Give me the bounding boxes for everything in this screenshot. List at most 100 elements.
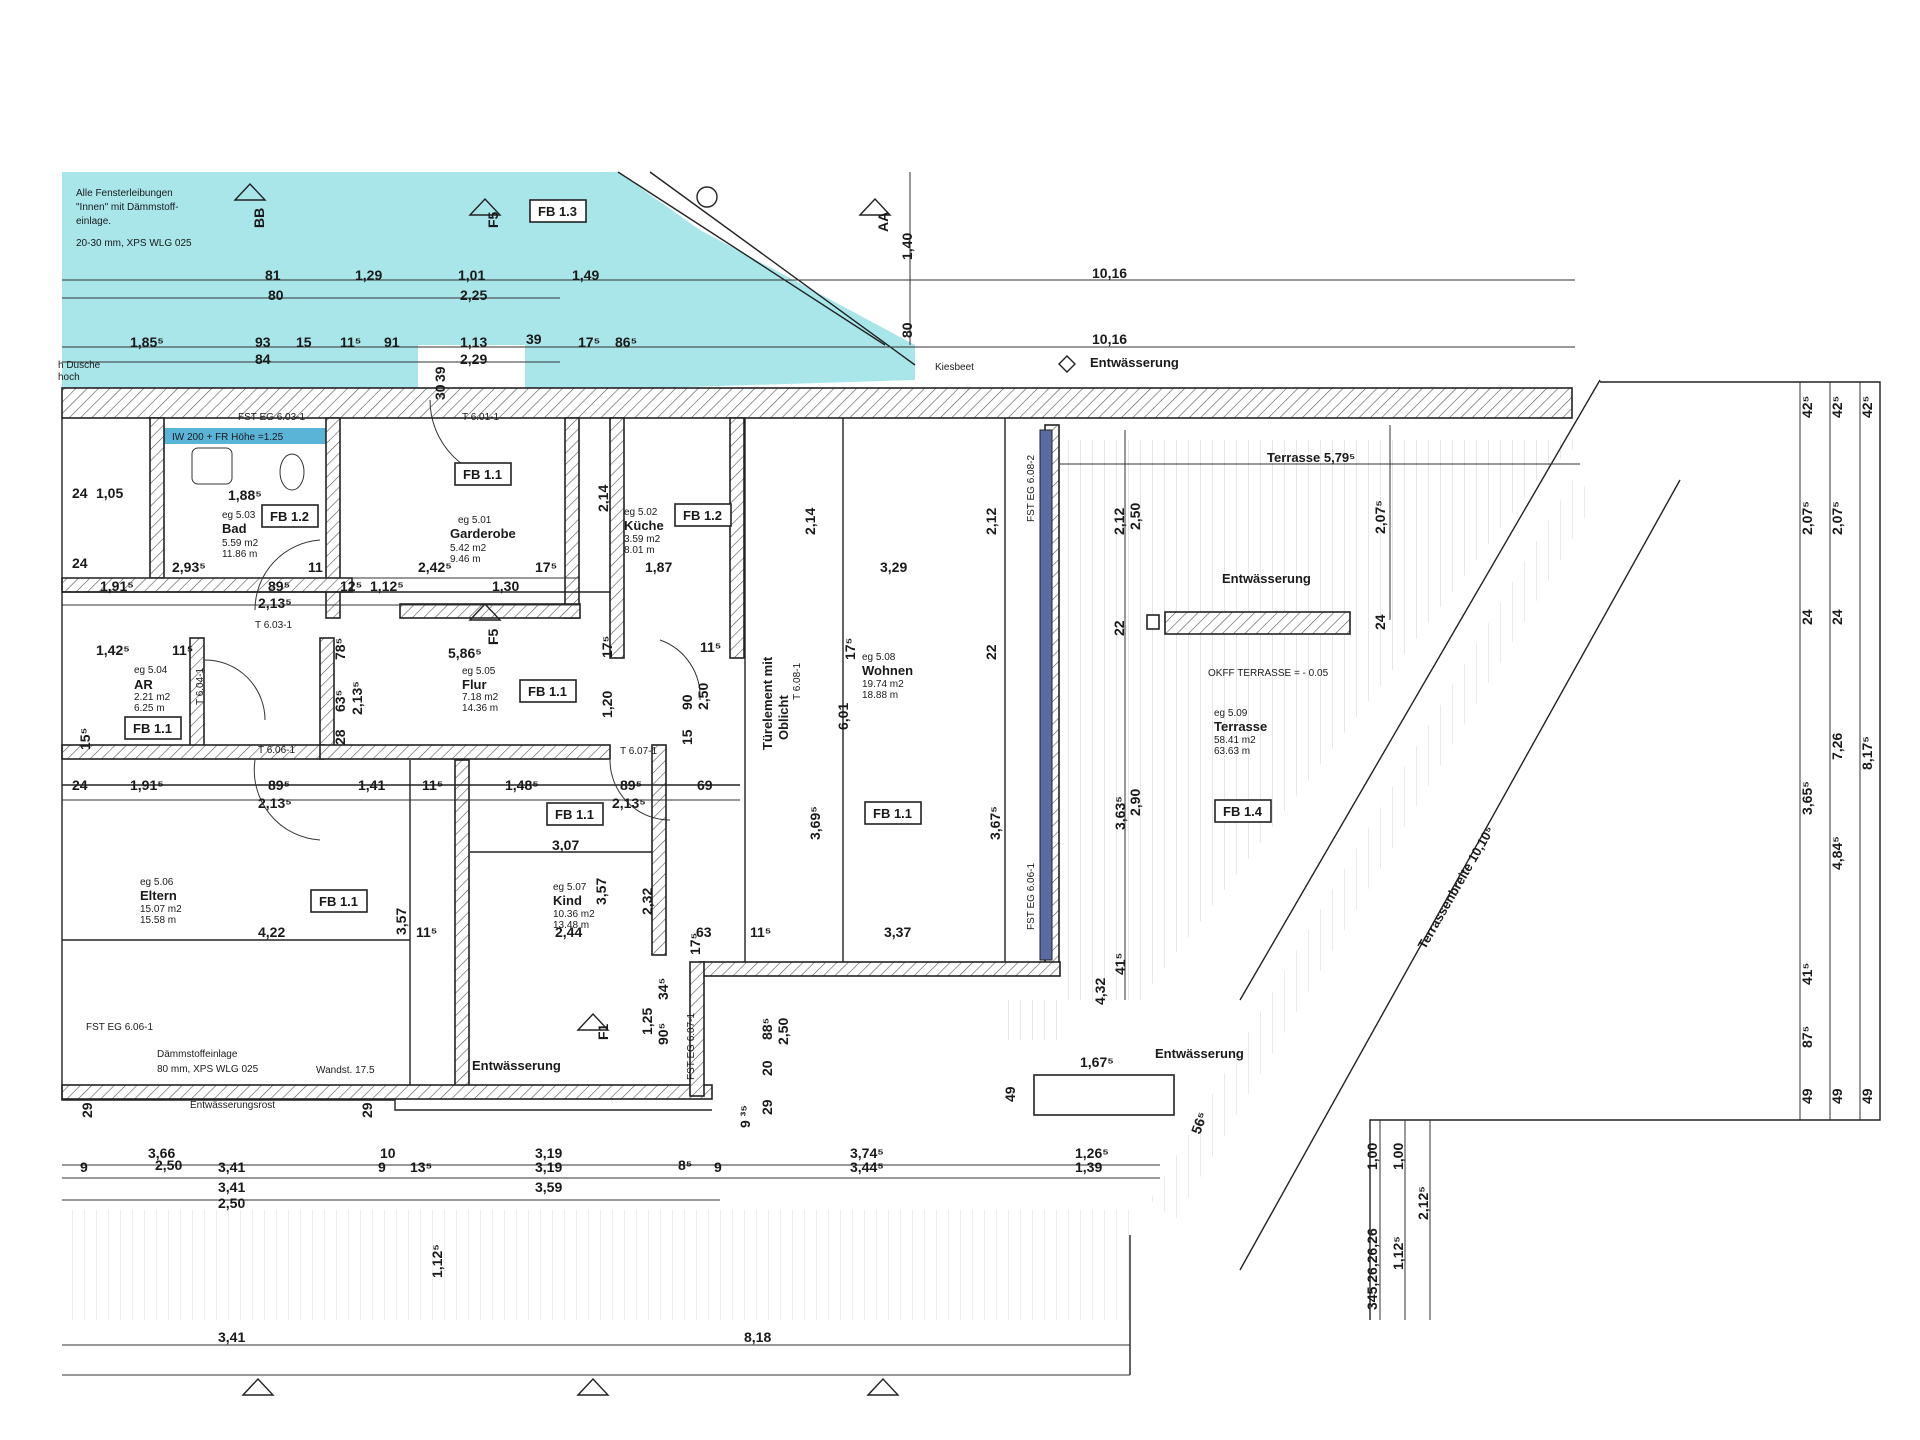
- svg-text:30: 30: [432, 384, 448, 400]
- svg-text:15⁵: 15⁵: [77, 728, 93, 750]
- svg-text:Küche: Küche: [624, 518, 664, 533]
- svg-text:2,14: 2,14: [802, 508, 818, 535]
- note-dusche-2: hoch: [58, 372, 80, 383]
- svg-text:15.07 m2: 15.07 m2: [140, 904, 182, 915]
- svg-text:86⁵: 86⁵: [615, 334, 637, 350]
- svg-text:9 ³⁵: 9 ³⁵: [737, 1105, 753, 1128]
- svg-text:eg 5.03: eg 5.03: [222, 510, 256, 521]
- door-t3: T 6.04-1: [195, 668, 206, 705]
- svg-text:1,13: 1,13: [460, 334, 487, 350]
- note-fst2: FST EG 6.06-1: [86, 1022, 154, 1033]
- svg-text:90: 90: [679, 694, 695, 710]
- svg-text:17⁵: 17⁵: [687, 933, 703, 955]
- toilet: [279, 453, 305, 491]
- svg-text:20: 20: [759, 1060, 775, 1076]
- svg-text:2,32: 2,32: [639, 888, 655, 915]
- svg-text:4,22: 4,22: [258, 924, 285, 940]
- svg-text:39: 39: [432, 366, 448, 382]
- svg-text:2,13⁵: 2,13⁵: [258, 795, 292, 811]
- note-tuer-2: Oblicht: [776, 695, 791, 740]
- svg-text:42⁵: 42⁵: [1859, 396, 1875, 418]
- svg-text:13⁵: 13⁵: [410, 1159, 432, 1175]
- svg-text:63⁵: 63⁵: [332, 690, 348, 712]
- svg-text:29: 29: [359, 1102, 375, 1118]
- svg-text:2,07⁵: 2,07⁵: [1799, 501, 1815, 535]
- svg-text:1,00: 1,00: [1390, 1143, 1406, 1170]
- svg-text:2,07⁵: 2,07⁵: [1829, 501, 1845, 535]
- door-arc-2: [254, 539, 321, 611]
- svg-text:11⁵: 11⁵: [750, 924, 771, 940]
- section-f5a: F5: [485, 211, 501, 228]
- svg-text:41⁵: 41⁵: [1799, 963, 1815, 985]
- svg-text:1,00: 1,00: [1364, 1143, 1380, 1170]
- svg-text:10: 10: [380, 1145, 396, 1161]
- svg-text:15: 15: [296, 334, 312, 350]
- svg-text:10.36 m2: 10.36 m2: [553, 909, 595, 920]
- svg-text:49: 49: [1859, 1088, 1875, 1104]
- outline-left: [61, 418, 712, 1111]
- note-dusche-1: h Dusche: [58, 360, 101, 371]
- svg-text:eg 5.01: eg 5.01: [458, 515, 492, 526]
- svg-text:58.41 m2: 58.41 m2: [1214, 735, 1256, 746]
- note-rost: Entwässerungsrost: [190, 1100, 275, 1111]
- fb-1-1-b: FB 1.1: [133, 721, 172, 736]
- section-markers: [233, 182, 900, 1396]
- dim-labels: 81 1,29 1,01 1,49 80 2,25 10,16 1,85⁵ 93…: [72, 265, 1127, 1345]
- svg-text:345,26,26,26: 345,26,26,26: [1364, 1228, 1380, 1310]
- svg-text:3,19: 3,19: [535, 1159, 562, 1175]
- svg-text:1,30: 1,30: [492, 578, 519, 594]
- svg-text:9: 9: [714, 1159, 722, 1175]
- svg-text:1,12⁵: 1,12⁵: [370, 578, 404, 594]
- svg-text:1,39: 1,39: [1075, 1159, 1102, 1175]
- svg-text:eg 5.08: eg 5.08: [862, 652, 896, 663]
- wall-bad-right: [325, 417, 341, 619]
- drain-diamond: [1058, 355, 1076, 373]
- svg-text:Bad: Bad: [222, 521, 247, 536]
- svg-text:eg 5.02: eg 5.02: [624, 507, 658, 518]
- svg-text:15.58 m: 15.58 m: [140, 915, 176, 926]
- svg-text:17⁵: 17⁵: [535, 559, 557, 575]
- svg-text:Eltern: Eltern: [140, 888, 177, 903]
- svg-text:2,90: 2,90: [1127, 789, 1143, 816]
- svg-text:1,20: 1,20: [599, 691, 615, 718]
- door-t6: T 6.08-1: [792, 663, 803, 700]
- svg-text:5.42 m2: 5.42 m2: [450, 543, 487, 554]
- svg-text:2,12: 2,12: [983, 508, 999, 535]
- window-wohnen: [1039, 429, 1053, 961]
- drain-sq: [1146, 614, 1160, 630]
- blue-strip: [162, 428, 330, 444]
- svg-text:eg 5.05: eg 5.05: [462, 666, 496, 677]
- door-arc-6: [659, 639, 701, 701]
- svg-text:3,59: 3,59: [535, 1179, 562, 1195]
- note-kiesbeet: Kiesbeet: [935, 362, 974, 373]
- fb-1-3: FB 1.3: [538, 204, 577, 219]
- svg-text:eg 5.06: eg 5.06: [140, 877, 174, 888]
- svg-text:78⁵: 78⁵: [332, 638, 348, 660]
- svg-text:AR: AR: [134, 677, 153, 692]
- svg-text:5.59 m2: 5.59 m2: [222, 538, 259, 549]
- svg-text:80: 80: [268, 287, 284, 303]
- svg-text:89⁵: 89⁵: [268, 578, 290, 594]
- svg-text:5,86⁵: 5,86⁵: [448, 645, 482, 661]
- room-kind: eg 5.07 Kind 10.36 m2 13.48 m: [553, 882, 595, 931]
- svg-text:3,57: 3,57: [393, 908, 409, 935]
- drain-top: [696, 186, 718, 208]
- svg-text:Flur: Flur: [462, 677, 487, 692]
- svg-text:24: 24: [72, 485, 88, 501]
- room-wohnen: eg 5.08 Wohnen 19.74 m2 18.88 m: [862, 652, 913, 701]
- room-garderobe: eg 5.01 Garderobe 5.42 m2 9.46 m: [450, 515, 516, 565]
- door-t4: T 6.06-1: [258, 745, 295, 756]
- svg-text:42⁵: 42⁵: [1829, 396, 1845, 418]
- note-daemm-1: Dämmstoffeinlage: [157, 1049, 238, 1060]
- svg-text:34⁵: 34⁵: [655, 978, 671, 1000]
- svg-text:2,50: 2,50: [218, 1195, 245, 1211]
- svg-text:49: 49: [1799, 1088, 1815, 1104]
- svg-text:24: 24: [72, 777, 88, 793]
- wall-bad-left: [149, 417, 165, 579]
- room-kueche: eg 5.02 Küche 3.59 m2 8.01 m: [624, 507, 664, 556]
- svg-text:80: 80: [899, 322, 915, 338]
- svg-text:2,13⁵: 2,13⁵: [612, 795, 646, 811]
- svg-text:17⁵: 17⁵: [578, 334, 600, 350]
- svg-text:10,16: 10,16: [1092, 265, 1127, 281]
- note-fst1: FST EG 6.03-1: [238, 412, 306, 423]
